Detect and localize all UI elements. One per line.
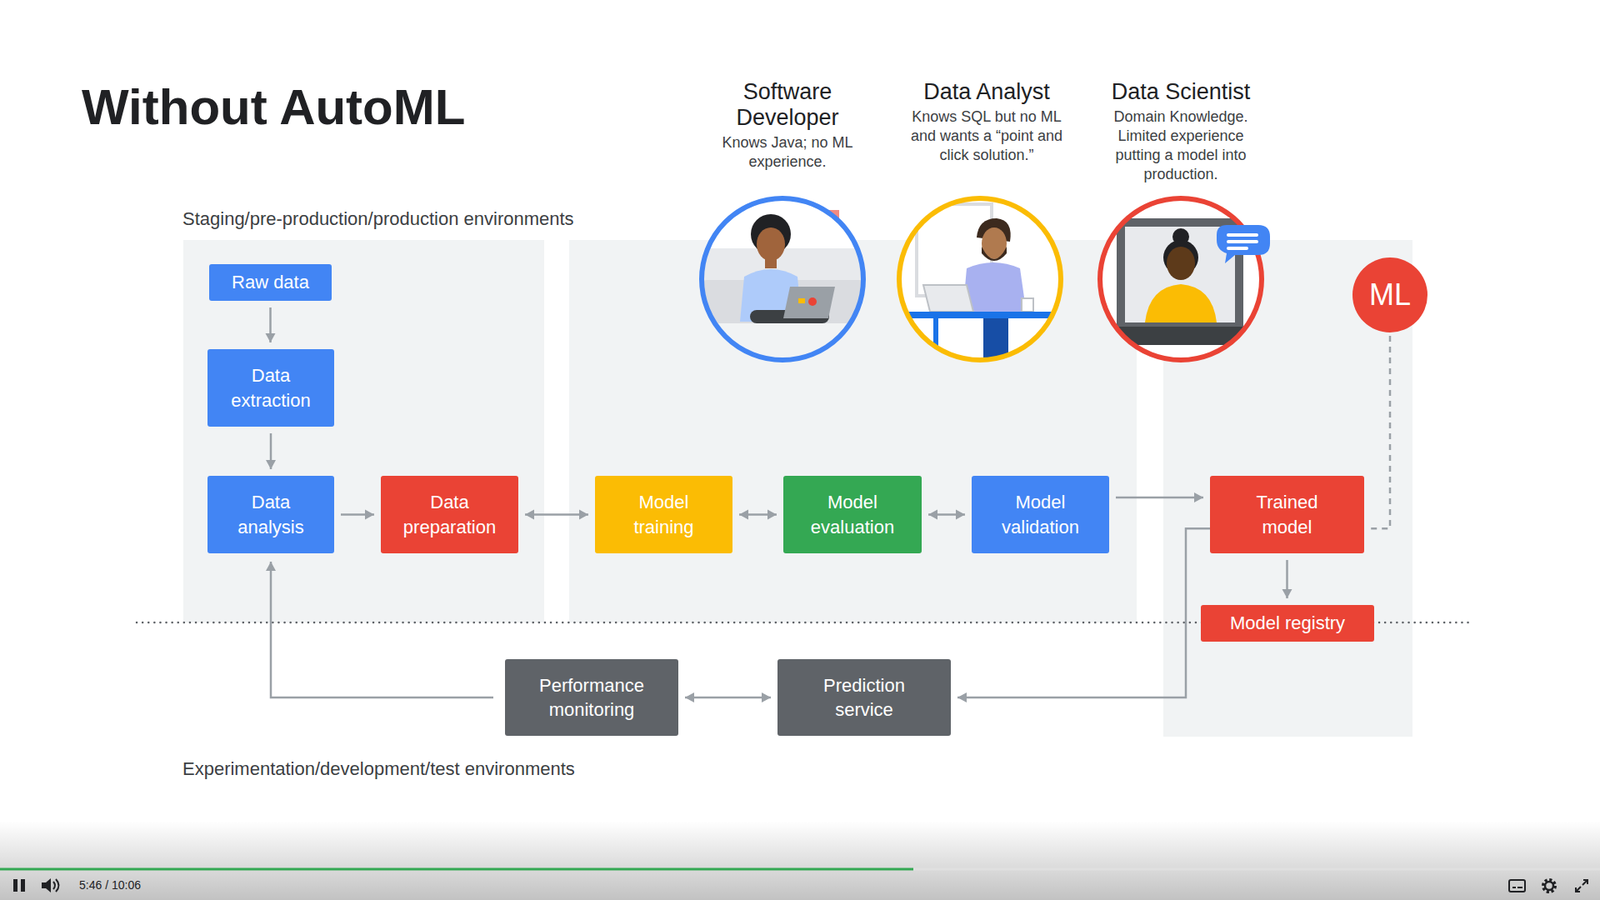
persona-description: Knows SQL but no ML and wants a “point a…	[907, 107, 1066, 165]
connector	[265, 433, 276, 470]
analyst-illustration	[898, 198, 1065, 377]
arrowhead	[928, 510, 938, 520]
arrowhead	[1194, 492, 1204, 503]
box-label: Model validation	[984, 490, 1097, 539]
connector-line	[1115, 496, 1204, 500]
persona-title: Data Scientist	[1082, 79, 1280, 105]
connector	[265, 561, 494, 698]
connector	[957, 528, 1210, 703]
arrowhead	[767, 510, 777, 520]
connector-line	[1366, 335, 1390, 529]
process-box: Model validation	[971, 475, 1110, 554]
arrowhead	[579, 510, 589, 520]
persona-card: Data ScientistDomain Knowledge. Limited …	[1080, 79, 1281, 185]
process-box: Performance monitoring	[505, 659, 679, 736]
process-box: Model registry	[1200, 605, 1375, 642]
persona-card: Data AnalystKnows SQL but no ML and want…	[886, 79, 1087, 165]
persona-card: Software DeveloperKnows Java; no ML expe…	[679, 79, 896, 172]
box-label: Data analysis	[220, 490, 322, 539]
connector	[340, 510, 375, 520]
connector	[265, 307, 276, 343]
arrowhead	[957, 692, 967, 703]
persona-description: Knows Java; no ML experience.	[695, 133, 880, 172]
volume-icon	[41, 878, 60, 893]
connector	[525, 510, 589, 520]
player-gradient	[0, 820, 1600, 900]
arrowhead	[525, 510, 535, 520]
process-box: Data extraction	[207, 349, 335, 427]
process-box: Model training	[595, 475, 733, 554]
connector	[1282, 560, 1293, 599]
scientist-illustration	[1100, 198, 1270, 360]
connector	[1115, 492, 1204, 503]
process-box: Raw data	[209, 264, 332, 301]
fullscreen-icon	[1575, 880, 1588, 892]
process-box: Prediction service	[777, 659, 951, 736]
arrowhead	[761, 692, 771, 703]
connector-line	[685, 696, 771, 700]
progress-track	[0, 868, 1600, 871]
box-label: Data preparation	[393, 490, 506, 539]
box-label: Model training	[607, 490, 720, 539]
arrowhead	[265, 561, 276, 571]
process-box: Data preparation	[380, 475, 519, 554]
captions-icon	[1509, 880, 1525, 892]
connector	[739, 510, 777, 520]
box-label: Raw data	[231, 270, 310, 295]
ml-badge: ML	[1352, 257, 1428, 333]
box-label: Data extraction	[220, 363, 322, 412]
box-label: Model registry	[1230, 610, 1345, 635]
arrowhead	[365, 510, 375, 520]
process-box: Trained model	[1210, 475, 1365, 554]
connector-line	[957, 528, 1210, 698]
pause-icon	[13, 879, 25, 892]
environment-label: Experimentation/development/test environ…	[182, 758, 575, 780]
process-box: Model evaluation	[783, 475, 922, 554]
developer-illustration	[700, 198, 867, 374]
connector	[1366, 335, 1390, 529]
process-box: Data analysis	[207, 475, 335, 554]
connector-line	[270, 561, 494, 698]
settings-icon	[1543, 880, 1555, 892]
arrowhead	[265, 333, 276, 343]
connector	[685, 692, 771, 703]
connector-line	[525, 513, 589, 516]
arrowhead	[1282, 589, 1293, 599]
persona-title: Software Developer	[704, 79, 871, 131]
connector	[928, 510, 965, 520]
arrowhead	[739, 510, 749, 520]
progress-played	[0, 868, 914, 871]
video-time: 5:46 / 10:06	[79, 878, 141, 892]
slide-title: Without AutoML	[81, 78, 465, 136]
box-label: ML	[1369, 278, 1411, 312]
box-label: Trained model	[1237, 490, 1338, 539]
arrowhead	[265, 460, 276, 470]
arrowhead	[685, 692, 695, 703]
persona-description: Domain Knowledge. Limited experience put…	[1100, 107, 1261, 185]
arrowhead	[955, 510, 965, 520]
box-label: Performance monitoring	[529, 673, 655, 722]
persona-title: Data Analyst	[888, 79, 1085, 105]
environment-label: Staging/pre-production/production enviro…	[182, 208, 575, 230]
box-label: Prediction service	[801, 673, 927, 722]
box-label: Model evaluation	[796, 490, 910, 539]
